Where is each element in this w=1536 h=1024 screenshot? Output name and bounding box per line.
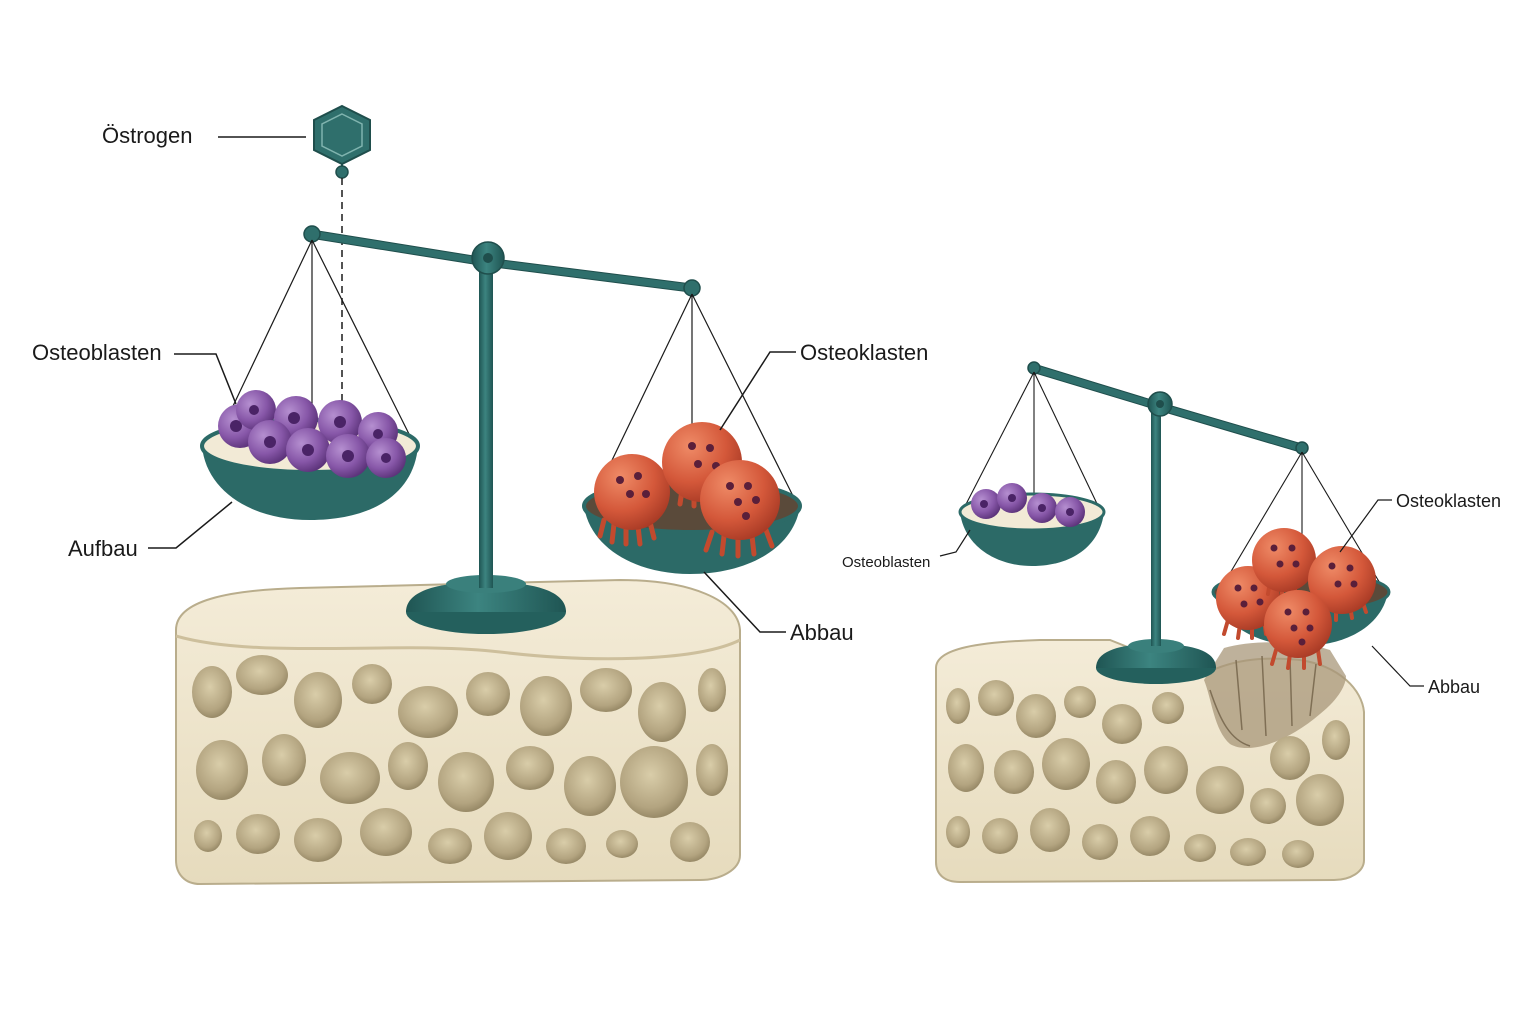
osteoblast-cell — [248, 420, 292, 464]
left-panel: Östrogen — [32, 104, 928, 886]
osteoblast-cluster — [971, 483, 1085, 527]
breakdown-leader-line — [1371, 645, 1424, 687]
osteoblast-cell — [236, 390, 276, 430]
osteoblast-cell — [971, 489, 1001, 519]
osteoblasts-leader-line — [939, 529, 971, 557]
osteoclast-cell — [1252, 528, 1316, 598]
buildup-label: Aufbau — [68, 536, 138, 561]
osteoclast-cluster — [594, 422, 780, 559]
osteoblasts-label: Osteoblasten — [32, 340, 162, 365]
bone-block-icon — [175, 578, 741, 886]
osteoblast-cell — [366, 438, 406, 478]
osteoclasts-label: Osteoklasten — [1396, 491, 1501, 511]
osteoblast-cell — [286, 428, 330, 472]
osteoclasts-label: Osteoklasten — [800, 340, 928, 365]
osteoclast-cluster — [1216, 528, 1376, 670]
breakdown-label: Abbau — [1428, 677, 1480, 697]
breakdown-leader-line — [703, 571, 786, 633]
osteoclasts-leader-line — [1339, 499, 1392, 553]
osteoblast-cell — [1027, 493, 1057, 523]
osteoblast-cell — [326, 434, 370, 478]
bone-pores — [946, 680, 1350, 868]
osteoblast-cell — [318, 400, 362, 444]
right-panel: Osteoblasten Osteoklasten Abbau — [842, 361, 1501, 884]
breakdown-label: Abbau — [790, 620, 854, 645]
estrogen-hexagon-icon — [313, 104, 371, 402]
osteoclasts-leader-line — [719, 351, 796, 431]
osteoblast-cluster — [218, 390, 406, 478]
osteoblast-cell — [1055, 497, 1085, 527]
bone-pores — [192, 655, 728, 864]
buildup-leader-line — [148, 501, 233, 549]
osteoblasts-label: Osteoblasten — [842, 554, 930, 571]
bone-block-icon — [935, 639, 1365, 884]
osteoblasts-leader-line — [174, 353, 237, 405]
osteoclast-cell — [1264, 590, 1332, 670]
osteoclast-cell — [700, 460, 780, 559]
osteoblast-cell — [997, 483, 1027, 513]
estrogen-label: Östrogen — [102, 123, 193, 148]
osteoclast-cell — [594, 454, 670, 547]
